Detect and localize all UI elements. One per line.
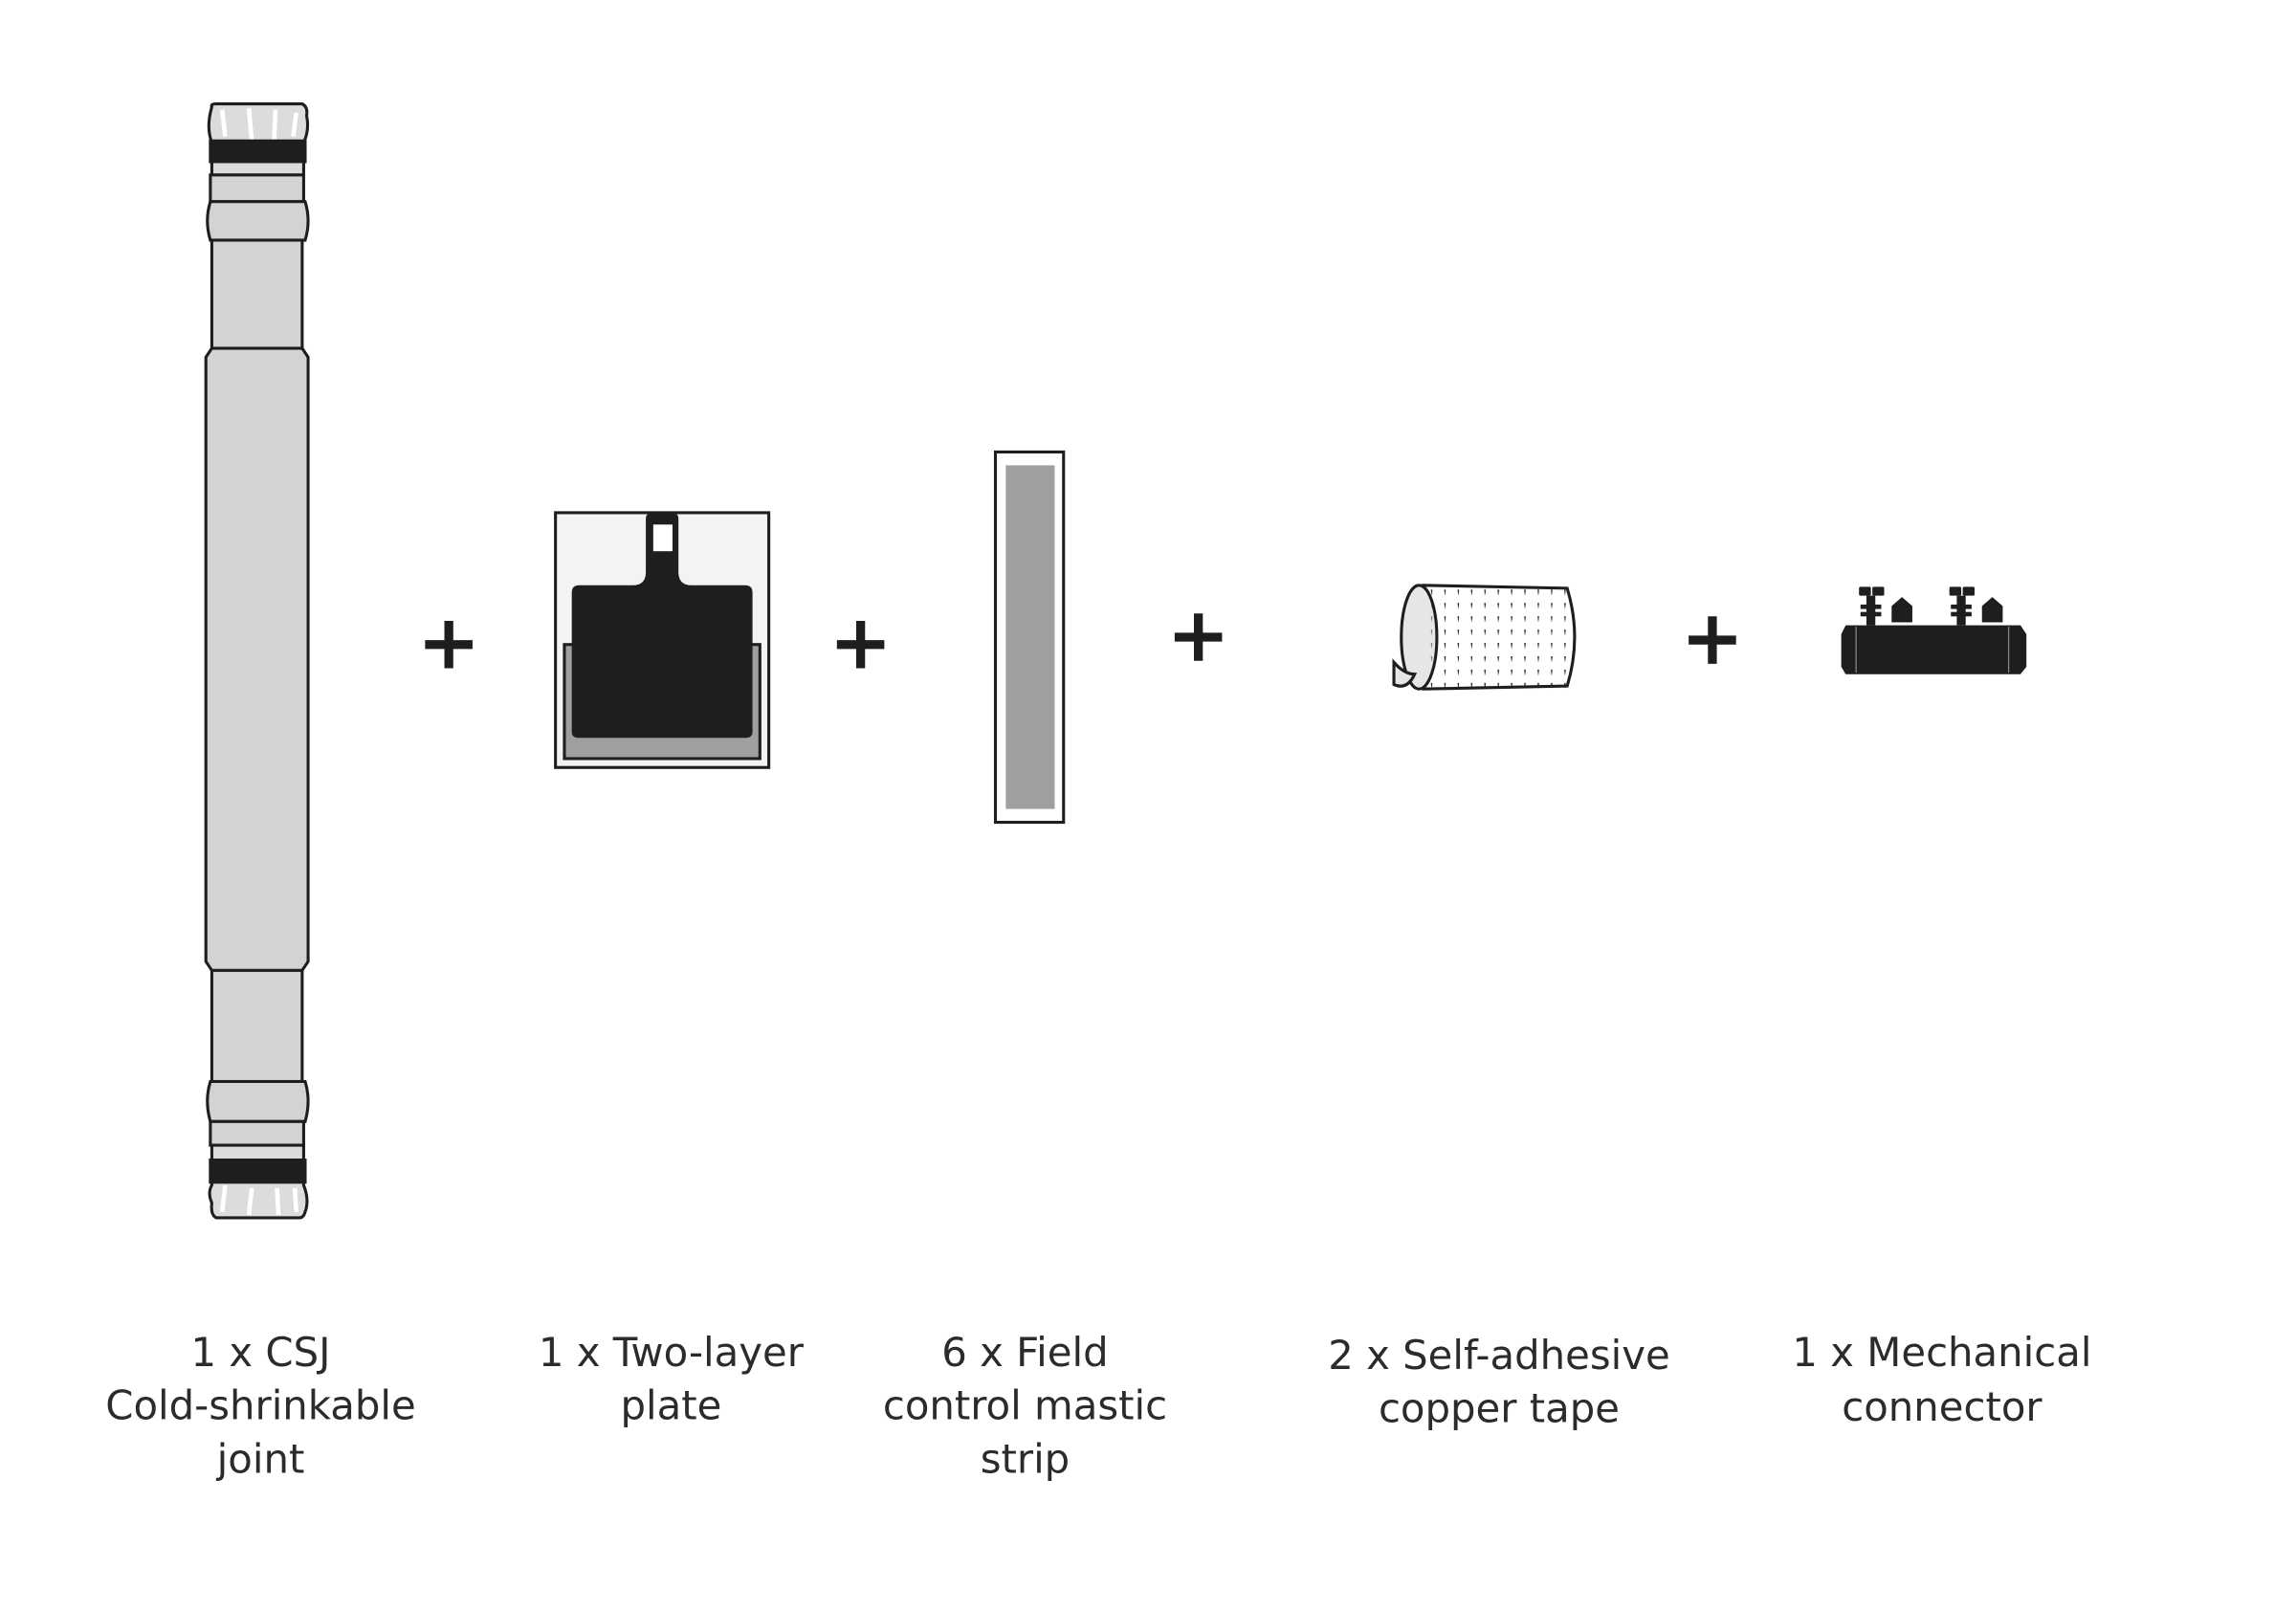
label-line: plate — [620, 1382, 721, 1429]
mastic-strip-illustration — [993, 450, 1066, 825]
label-line: strip — [981, 1435, 1071, 1482]
mechanical-connector-illustration — [1841, 586, 2027, 674]
label-line: 1 x CSJ — [191, 1329, 331, 1376]
copper-tape-illustration — [1392, 584, 1577, 691]
label-line: 1 x Two-layer — [539, 1329, 805, 1376]
plus-sign — [1689, 616, 1736, 664]
label-plate: 1 x Two-layer plate — [539, 1329, 805, 1429]
label-line: Cold-shrinkable — [105, 1382, 415, 1429]
plus-sign — [836, 620, 885, 669]
label-line: connector — [1842, 1383, 2042, 1430]
label-line: copper tape — [1379, 1385, 1620, 1432]
label-connector: 1 x Mechanical connector — [1792, 1329, 2091, 1430]
label-line: control mastic — [883, 1382, 1167, 1429]
label-line: 1 x Mechanical — [1792, 1329, 2091, 1376]
label-tape: 2 x Self-adhesive copper tape — [1328, 1332, 1669, 1432]
label-mastic: 6 x Field control mastic strip — [883, 1329, 1167, 1482]
plus-sign: + — [425, 620, 473, 669]
label-csj: 1 x CSJ Cold-shrinkable joint — [105, 1329, 415, 1482]
label-line: joint — [216, 1435, 305, 1482]
cold-shrinkable-joint-illustration — [204, 102, 310, 1220]
two-layer-plate-illustration — [554, 511, 771, 769]
label-line: 6 x Field — [941, 1329, 1108, 1376]
plus-sign — [1174, 613, 1223, 661]
label-line: 2 x Self-adhesive — [1328, 1332, 1669, 1379]
